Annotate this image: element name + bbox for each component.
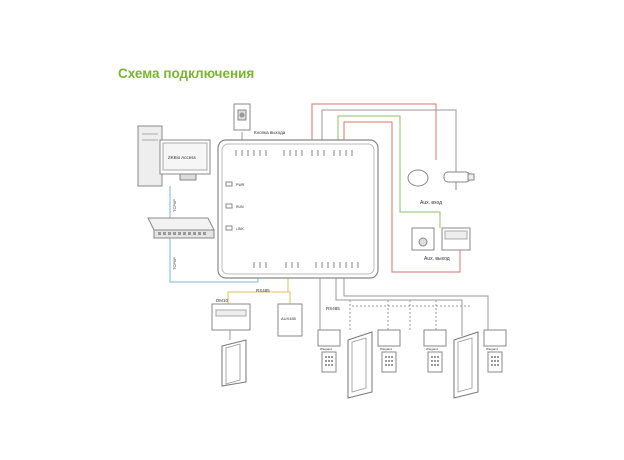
- aux485-label: AUX485: [281, 316, 297, 321]
- page-title: Схема подключения: [118, 66, 255, 81]
- panel-led-pwr: PWR: [236, 183, 245, 187]
- door-2: [453, 331, 479, 399]
- wire-aux-red: [311, 103, 437, 160]
- door-dm10: [221, 339, 247, 387]
- wire-aux-gray: [321, 109, 457, 178]
- wire-bus-1: [335, 276, 463, 336]
- tcpip-label-2: TCP/IP: [172, 257, 177, 270]
- dm10-label: DM10: [216, 298, 229, 303]
- aux-input-label: Aux. вход: [420, 200, 442, 206]
- door-1: [347, 331, 373, 399]
- aux-output-devices: Aux. выход: [411, 227, 471, 262]
- aux485-module: AUX485: [277, 303, 303, 337]
- wire-tcpip-switch: [169, 238, 259, 283]
- aux-output-label: Aux. выход: [424, 256, 450, 262]
- panel-led-run: RUN: [236, 205, 244, 209]
- panel-led-link: LINK: [236, 227, 244, 231]
- wire-bus-drops: [349, 300, 463, 330]
- wire-aux-green: [337, 115, 441, 228]
- network-switch: [147, 217, 215, 239]
- exit-button-device: Кнопка выхода: [233, 103, 286, 135]
- wire-bus-2: [343, 276, 489, 330]
- reader-group-1: Wiegand: [317, 329, 341, 373]
- reader-1-label: Wiegand: [320, 347, 332, 351]
- tcpip-label-1: TCP/IP: [172, 199, 177, 212]
- dm10-module: DM10: [211, 298, 251, 340]
- pc-device: ZKBio Access: [137, 125, 211, 187]
- aux-input-devices: Aux. вход: [407, 169, 475, 206]
- wire-rs485-dm10: [227, 276, 289, 304]
- wire-rs485-aux485: [268, 291, 291, 306]
- rs485-label-top: RS485: [256, 288, 270, 293]
- reader-3-label: Wiegand: [426, 347, 438, 351]
- wire-aux-out: [343, 121, 461, 273]
- pc-brand-label: ZKBio Access: [168, 155, 197, 160]
- reader-group-2: Wiegand: [377, 329, 401, 373]
- exit-button-label: Кнопка выхода: [254, 130, 286, 135]
- reader-group-3: Wiegand: [423, 329, 447, 373]
- reader-4-label: Wiegand: [486, 347, 498, 351]
- controller-panel: PWR RUN LINK: [217, 139, 379, 279]
- reader-2-label: Wiegand: [380, 347, 392, 351]
- reader-group-4: Wiegand: [483, 329, 507, 373]
- rs485-label-bottom: RS485: [326, 306, 340, 311]
